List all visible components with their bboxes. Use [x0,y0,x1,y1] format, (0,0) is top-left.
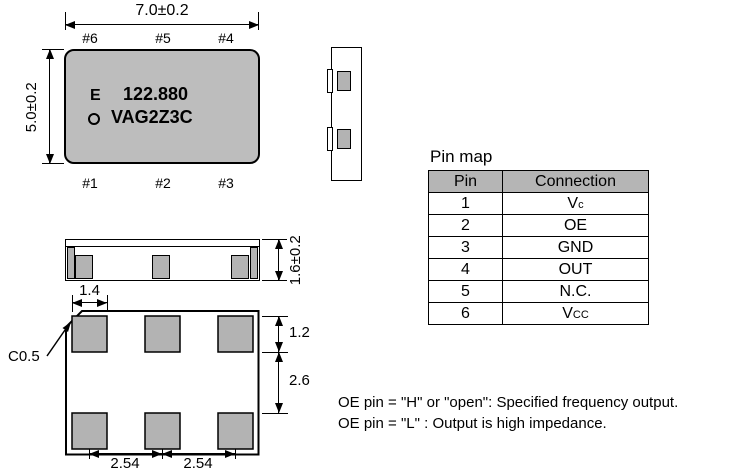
dim-pitch-tick-right [235,449,236,459]
dim-pad-width-label: 1.4 [79,282,100,299]
front-end-cap-right [250,247,258,279]
chamfer-label: C0.5 [8,348,40,365]
bottom-pad-2 [144,412,181,450]
dim-thickness-line [274,239,283,281]
dim-pad-height-line [274,316,283,352]
side-pad-bottom [337,129,351,149]
pin-map-table: Pin Connection 1 Vc 2 OE 3 GND 4 [428,170,649,325]
pin-connection: OE [502,214,649,237]
dim-pitch-line-1 [89,449,162,458]
pin-map-header-row: Pin Connection [428,170,649,193]
dim-pad-width-line [72,298,107,307]
dim-height-label: 5.0±0.2 [22,82,40,133]
pin-map-row-4: 4 OUT [428,258,649,281]
pin-number: 5 [428,280,503,303]
front-pad-center [152,255,170,279]
pin-label-2: #2 [155,175,171,191]
connection-subscript: CC [572,308,589,321]
front-end-cap-left [67,247,75,279]
dim-pad-height-label: 1.2 [289,324,310,341]
pin-number: 6 [428,302,503,325]
pin-map-row-5: 5 N.C. [428,280,649,303]
pin-number: 1 [428,192,503,215]
dim-pad-width-tick-right [107,295,108,312]
dim-width-label: 7.0±0.2 [135,2,189,19]
bottom-view-drawing [65,310,260,456]
pin-label-6: #6 [82,30,98,46]
chamfer-leader-arrow-icon [46,322,71,357]
pin-map-header-pin: Pin [428,170,503,193]
pin-map-row-2: 2 OE [428,214,649,237]
marking-frequency: 122.880 [123,84,189,104]
dim-pad-gap-line [274,352,283,413]
pin-label-5: #5 [155,30,171,46]
bottom-pad-4 [217,315,254,353]
pin-label-4: #4 [218,30,234,46]
pin-connection: Vc [502,192,649,215]
pin1-index-circle-icon [88,113,100,125]
bottom-pad-1 [71,412,108,450]
pin-label-3: #3 [218,175,234,191]
dim-pad-gap-tick-bottom [262,413,288,414]
side-pad-top [337,71,351,91]
dim-pitch-line-2 [162,449,235,458]
connection-text: N.C. [559,282,592,300]
dim-height-line [45,49,54,164]
marking-grade: E [90,87,101,104]
connection-text: OUT [558,260,593,278]
connection-text: V [567,194,579,212]
side-castellation-top [327,69,333,93]
connection-subscript: c [578,198,584,211]
bottom-pad-6 [71,315,108,353]
pin-number: 4 [428,258,503,281]
dim-pitch-label-1: 2.54 [110,455,140,472]
dim-width-line [65,20,259,29]
pin-map-row-3: 3 GND [428,236,649,259]
pin-number: 2 [428,214,503,237]
connection-text: V [562,304,573,322]
pin-connection: GND [502,236,649,259]
dim-thickness-label: 1.6±0.2 [286,235,304,286]
pin-map-row-1: 1 Vc [428,192,649,215]
pin-map-title: Pin map [430,147,493,166]
front-lid-seam-line [66,246,259,247]
front-pad-left [75,255,93,279]
pin-connection: VCC [502,302,649,325]
side-castellation-bottom [327,127,333,151]
marking-model: VAG2Z3C [111,107,193,127]
dim-pad-gap-label: 2.6 [289,372,310,389]
note-oe-high: OE pin = "H" or "open": Specified freque… [338,394,679,411]
front-pad-right [231,255,249,279]
pin-connection: OUT [502,258,649,281]
side-view-body [331,47,362,181]
package-body-top-view: E 122.880 VAG2Z3C [64,49,260,164]
bottom-pad-3 [217,412,254,450]
bottom-pad-5 [144,315,181,353]
pin-map-header-connection: Connection [502,170,649,193]
note-oe-low: OE pin = "L" : Output is high impedance. [338,415,607,432]
pin-connection: N.C. [502,280,649,303]
pin-label-1: #1 [82,175,98,191]
dim-pitch-label-2: 2.54 [183,455,213,472]
connection-text: OE [563,216,588,234]
pin-map-row-6: 6 VCC [428,302,649,325]
connection-text: GND [557,238,594,256]
pin-number: 3 [428,236,503,259]
